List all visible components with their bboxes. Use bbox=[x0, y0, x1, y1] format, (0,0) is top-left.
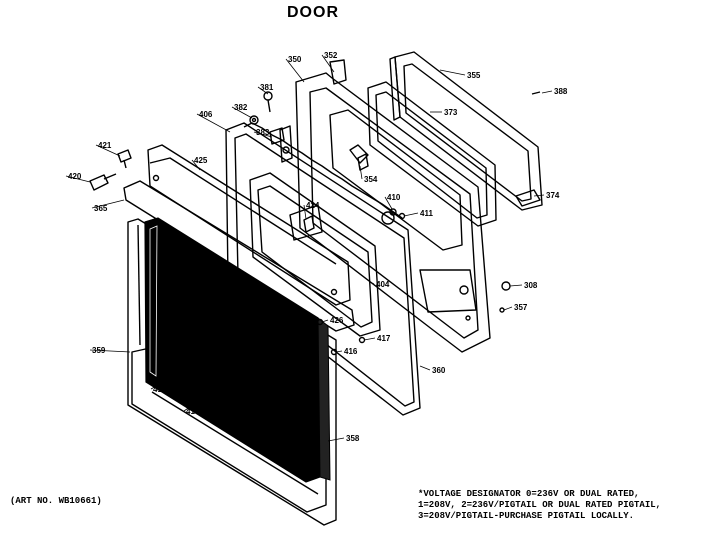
leader-p358 bbox=[327, 437, 345, 442]
leader-p365 bbox=[91, 199, 125, 209]
screw-421 bbox=[117, 149, 132, 169]
leader-p422 bbox=[283, 339, 291, 357]
part-label-358: 358 bbox=[346, 434, 360, 443]
leader-p381 bbox=[257, 86, 269, 95]
screw-410 bbox=[389, 208, 397, 216]
part-label-426: 426 bbox=[330, 316, 344, 325]
bracket-383 bbox=[269, 127, 285, 145]
clip-388 bbox=[531, 91, 541, 95]
leader-p355 bbox=[439, 69, 466, 76]
leader-p380 bbox=[257, 356, 281, 367]
part-label-360: 360 bbox=[432, 366, 446, 375]
screw-357 bbox=[499, 307, 505, 313]
leader-p417 bbox=[363, 337, 376, 341]
washer-382 bbox=[249, 115, 259, 125]
screw-381 bbox=[263, 91, 273, 113]
outer-glass-highlight bbox=[149, 225, 158, 377]
leader-p357 bbox=[503, 306, 513, 311]
leader-p425 bbox=[191, 159, 201, 171]
part-label-425: 425 bbox=[194, 156, 208, 165]
leader-p404 bbox=[369, 281, 375, 285]
part-label-357: 357 bbox=[514, 303, 528, 312]
footnote-line-3: 3=208V/PIGTAIL-PURCHASE PIGTAIL LOCALLY. bbox=[418, 511, 635, 521]
leader-p350 bbox=[285, 58, 305, 83]
leader-p416 bbox=[335, 350, 343, 353]
part-label-388: 388 bbox=[554, 87, 568, 96]
clip-354 bbox=[357, 153, 369, 171]
part-label-424: 424 bbox=[306, 201, 320, 210]
art-number: (ART NO. WB10661) bbox=[10, 496, 102, 506]
leader-p308 bbox=[509, 284, 523, 287]
part-label-359: 359 bbox=[92, 346, 106, 355]
leader-p388 bbox=[541, 90, 553, 94]
part-label-421: 421 bbox=[98, 141, 112, 150]
leader-p354 bbox=[359, 165, 363, 180]
outer-glass-edge bbox=[317, 316, 331, 481]
bracket-374 bbox=[515, 189, 541, 207]
part-label-350: 350 bbox=[288, 55, 302, 64]
part-label-382: 382 bbox=[234, 103, 248, 112]
leader-p410 bbox=[384, 196, 393, 210]
leader-p426 bbox=[321, 319, 329, 323]
screw-417 bbox=[358, 336, 366, 344]
footnote-line-2: 1=208V, 2=236V/PIGTAIL OR DUAL RATED PIG… bbox=[418, 500, 662, 510]
part-label-352: 352 bbox=[324, 51, 338, 60]
leader-p383 bbox=[253, 131, 273, 138]
diagram-title: DOOR bbox=[287, 4, 339, 21]
part-label-411: 411 bbox=[420, 209, 433, 218]
part-callouts: 350 352 355 388 381 382 373 406 383 421 425 354 374 4… bbox=[68, 51, 568, 443]
leader-p411 bbox=[403, 212, 419, 217]
part-label-417: 417 bbox=[377, 334, 391, 343]
part-label-354: 354 bbox=[364, 175, 378, 184]
leader-p421 bbox=[95, 144, 121, 157]
part-label-383: 383 bbox=[256, 128, 270, 137]
part-label-406: 406 bbox=[199, 110, 213, 119]
leader-p360 bbox=[419, 365, 431, 371]
part-label-381: 381 bbox=[260, 83, 274, 92]
leader-p382 bbox=[231, 106, 253, 119]
door-top-trim bbox=[123, 144, 355, 332]
part-label-355: 355 bbox=[467, 71, 481, 80]
part-label-420: 420 bbox=[68, 172, 82, 181]
leader-p419 bbox=[183, 403, 195, 412]
part-label-308: 308 bbox=[524, 281, 538, 290]
part-label-422: 422 bbox=[286, 336, 300, 345]
footnote-line-1: *VOLTAGE DESIGNATOR 0=236V OR DUAL RATED… bbox=[418, 489, 640, 499]
part-label-419: 419 bbox=[186, 407, 200, 416]
inner-door-panel bbox=[295, 59, 491, 353]
part-label-365: 365 bbox=[94, 204, 108, 213]
part-label-416: 416 bbox=[344, 347, 358, 356]
screw-308 bbox=[501, 281, 511, 291]
part-label-404: 404 bbox=[376, 280, 390, 289]
leader-p420 bbox=[65, 175, 91, 183]
leader-p374 bbox=[533, 194, 545, 197]
voltage-footnote: *VOLTAGE DESIGNATOR 0=236V OR DUAL RATED… bbox=[418, 489, 702, 522]
leader-p352 bbox=[321, 54, 335, 73]
part-label-373: 373 bbox=[444, 108, 458, 117]
leader-p418 bbox=[150, 383, 161, 390]
part-label-410: 410 bbox=[387, 193, 401, 202]
glass-clip bbox=[165, 347, 183, 365]
part-label-380: 380 bbox=[260, 353, 274, 362]
bracket-424 bbox=[303, 215, 315, 233]
part-label-374: 374 bbox=[546, 191, 560, 200]
screw-420 bbox=[89, 173, 117, 191]
leader-lines bbox=[65, 54, 553, 442]
leader-p424 bbox=[303, 204, 307, 220]
hinge-bracket bbox=[277, 355, 301, 389]
leader-p359 bbox=[89, 349, 131, 353]
leader-p406 bbox=[196, 113, 231, 133]
door-gasket-frame bbox=[389, 51, 543, 211]
part-label-418: 418 bbox=[153, 385, 167, 394]
inner-glass-panel bbox=[367, 81, 497, 227]
